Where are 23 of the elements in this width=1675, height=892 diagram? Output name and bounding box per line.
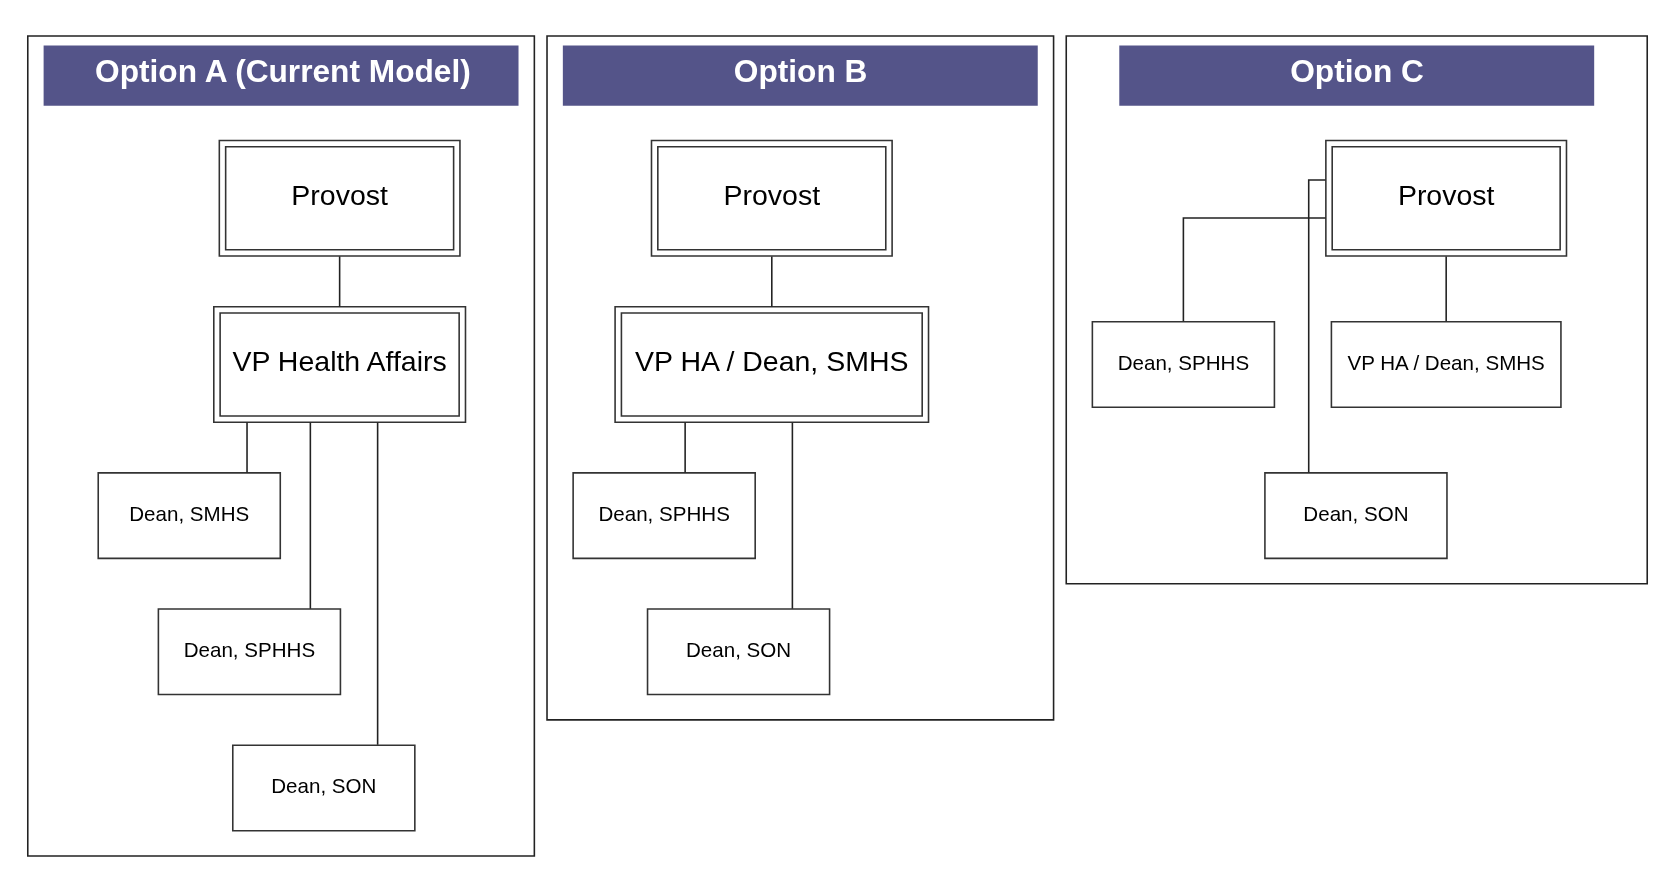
- node-box: VP HA / Dean, SMHS: [614, 305, 930, 424]
- connector: [376, 421, 379, 746]
- node-box: Dean, SON: [1264, 472, 1448, 560]
- connector: [791, 421, 794, 610]
- node-box: Provost: [650, 139, 893, 257]
- connector: [1307, 179, 1327, 474]
- connector: [246, 421, 248, 474]
- node-box: VP HA / Dean, SMHS: [1330, 320, 1562, 408]
- node-box: Dean, SPHHS: [157, 608, 342, 696]
- connector: [771, 255, 773, 308]
- connector: [1445, 255, 1447, 323]
- connector: [338, 255, 341, 308]
- node-box: VP Health Affairs: [213, 305, 467, 424]
- connector: [309, 421, 312, 610]
- node-box: Dean, SON: [232, 744, 416, 832]
- node-box: Dean, SPHHS: [1091, 320, 1276, 408]
- connector: [1182, 217, 1327, 323]
- connector: [684, 421, 686, 474]
- node-box: Dean, SPHHS: [572, 472, 756, 560]
- node-box: Dean, SON: [646, 608, 831, 696]
- node-box: Dean, SMHS: [97, 472, 282, 560]
- node-box: Provost: [218, 139, 461, 257]
- node-box: Provost: [1325, 139, 1568, 257]
